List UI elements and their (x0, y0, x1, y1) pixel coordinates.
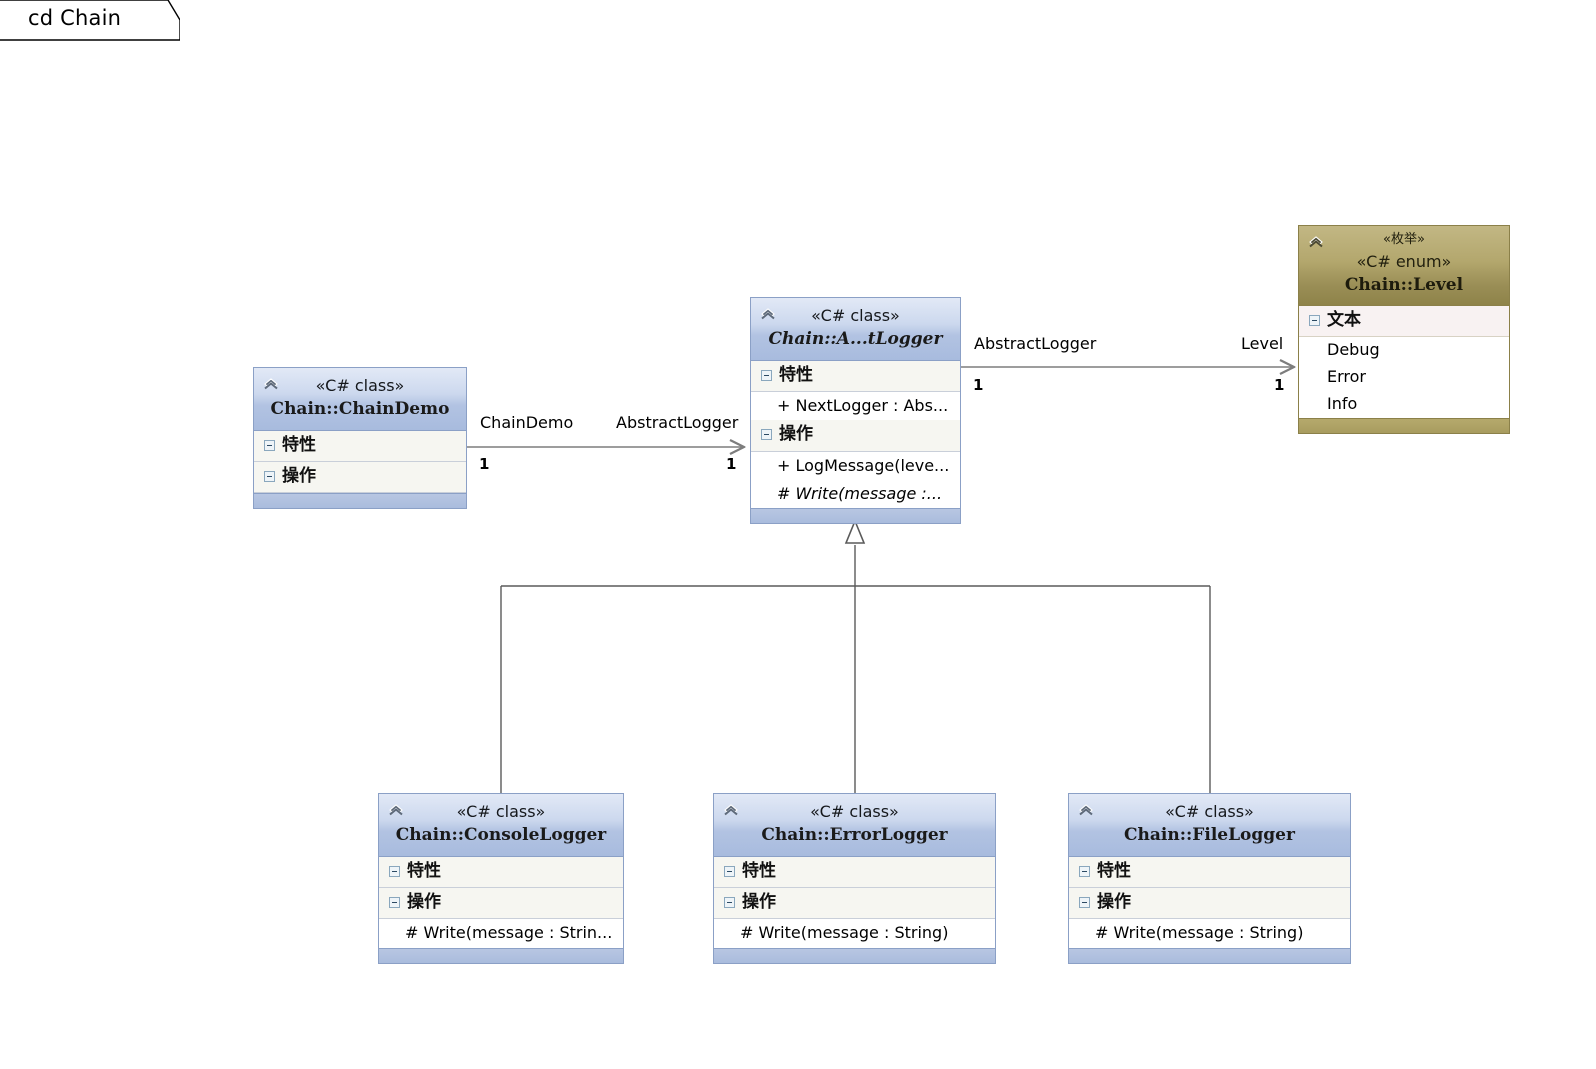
class-header-error-logger: «C# class» Chain::ErrorLogger (714, 794, 995, 857)
collapse-chevron-icon[interactable] (1077, 801, 1095, 817)
edge-label-chaindemo-target-role: AbstractLogger (616, 413, 739, 432)
attributes-title-abstract-logger: 特性 (779, 364, 813, 385)
operations-title-file-logger: 操作 (1097, 892, 1131, 913)
operations-compartment-chain-demo[interactable]: 操作 (254, 462, 466, 494)
operations-compartment-file-logger[interactable]: 操作 (1069, 888, 1350, 920)
class-node-chain-demo[interactable]: «C# class» Chain::ChainDemo 特性 操作 (253, 367, 467, 510)
enum-name-level: Chain::Level (1344, 275, 1464, 296)
operations-compartment-abstract-logger[interactable]: 操作 (751, 420, 960, 452)
attributes-title-file-logger: 特性 (1097, 860, 1131, 881)
collapse-chevron-icon[interactable] (759, 305, 777, 321)
minus-expander-icon[interactable] (1309, 314, 1320, 326)
node-footer-bar (1299, 417, 1509, 433)
class-name-abstract-logger: Chain::A...tLogger (768, 329, 943, 350)
minus-expander-icon[interactable] (389, 897, 400, 909)
class-header-chain-demo: «C# class» Chain::ChainDemo (254, 368, 466, 431)
enum-literal-item: Debug (1299, 336, 1509, 364)
class-name-console-logger: Chain::ConsoleLogger (395, 825, 607, 846)
minus-expander-icon[interactable] (264, 439, 275, 451)
attributes-compartment-abstract-logger[interactable]: 特性 (751, 360, 960, 393)
class-node-abstract-logger[interactable]: «C# class» Chain::A...tLogger 特性 + NextL… (750, 297, 961, 524)
edge-label-chaindemo-source-role: ChainDemo (480, 413, 574, 432)
enum-node-level[interactable]: «枚举» «C# enum» Chain::Level 文本 Debug Err… (1298, 225, 1510, 434)
operations-compartment-error-logger[interactable]: 操作 (714, 888, 995, 920)
edge-label-level-source-role: AbstractLogger (974, 334, 1097, 353)
node-footer-bar (751, 507, 960, 523)
frame-tab-shape (0, 0, 180, 41)
class-header-console-logger: «C# class» Chain::ConsoleLogger (379, 794, 623, 857)
node-footer-bar (1069, 947, 1350, 963)
stereotype-console-logger: «C# class» (456, 802, 546, 821)
collapse-chevron-icon[interactable] (262, 375, 280, 391)
stereotype-level-2: «C# enum» (1356, 251, 1452, 271)
attributes-compartment-file-logger[interactable]: 特性 (1069, 856, 1350, 889)
attributes-compartment-chain-demo[interactable]: 特性 (254, 430, 466, 463)
enum-literal-item: Error (1299, 363, 1509, 391)
minus-expander-icon[interactable] (724, 897, 735, 909)
operations-compartment-console-logger[interactable]: 操作 (379, 888, 623, 920)
generalization-tree[interactable] (500, 518, 1211, 800)
operations-title-chain-demo: 操作 (282, 466, 316, 487)
attribute-item: + NextLogger : Abs... (751, 392, 960, 421)
diagram-frame-tab: cd Chain (0, 0, 180, 41)
collapse-chevron-icon[interactable] (1307, 233, 1325, 249)
stereotype-file-logger: «C# class» (1165, 802, 1254, 821)
operations-title-abstract-logger: 操作 (779, 424, 813, 445)
edge-mult-chaindemo-source: 1 (479, 455, 490, 473)
minus-expander-icon[interactable] (264, 471, 275, 483)
attributes-compartment-console-logger[interactable]: 特性 (379, 856, 623, 889)
stereotype-abstract-logger: «C# class» (811, 306, 900, 325)
minus-expander-icon[interactable] (1079, 865, 1090, 877)
operation-item-abstract: # Write(message :... (751, 479, 960, 508)
operation-item: # Write(message : String) (1069, 919, 1350, 948)
collapse-chevron-icon[interactable] (387, 801, 405, 817)
class-name-chain-demo: Chain::ChainDemo (270, 399, 450, 420)
stereotype-error-logger: «C# class» (810, 802, 899, 821)
diagram-title: cd Chain (28, 6, 122, 30)
minus-expander-icon[interactable] (724, 865, 735, 877)
class-node-error-logger[interactable]: «C# class» Chain::ErrorLogger 特性 操作 # Wr… (713, 793, 996, 964)
attributes-title-chain-demo: 特性 (282, 434, 316, 455)
collapse-chevron-icon[interactable] (722, 801, 740, 817)
edge-label-level-target-role: Level (1241, 334, 1284, 353)
literals-compartment-level[interactable]: 文本 (1299, 305, 1509, 337)
operation-item: + LogMessage(leve... (751, 451, 960, 480)
minus-expander-icon[interactable] (761, 429, 772, 441)
class-node-console-logger[interactable]: «C# class» Chain::ConsoleLogger 特性 操作 # … (378, 793, 624, 964)
operation-item: # Write(message : String) (714, 919, 995, 948)
attributes-title-console-logger: 特性 (407, 860, 441, 881)
node-footer-bar (254, 493, 466, 509)
stereotype-level-1: «枚举» (1383, 232, 1425, 247)
operations-title-error-logger: 操作 (742, 892, 776, 913)
class-node-file-logger[interactable]: «C# class» Chain::FileLogger 特性 操作 # Wri… (1068, 793, 1351, 964)
enum-header-level: «枚举» «C# enum» Chain::Level (1299, 226, 1509, 306)
class-header-file-logger: «C# class» Chain::FileLogger (1069, 794, 1350, 857)
class-name-error-logger: Chain::ErrorLogger (761, 825, 948, 846)
minus-expander-icon[interactable] (389, 865, 400, 877)
edge-mult-chaindemo-target: 1 (726, 455, 737, 473)
minus-expander-icon[interactable] (761, 369, 772, 381)
edge-mult-level-source: 1 (973, 376, 984, 394)
stereotype-chain-demo: «C# class» (315, 376, 405, 395)
class-name-file-logger: Chain::FileLogger (1124, 825, 1295, 846)
enum-literal-item: Info (1299, 390, 1509, 418)
operations-title-console-logger: 操作 (407, 892, 441, 913)
edge-mult-level-target: 1 (1274, 376, 1285, 394)
node-footer-bar (714, 947, 995, 963)
class-header-abstract-logger: «C# class» Chain::A...tLogger (751, 298, 960, 361)
minus-expander-icon[interactable] (1079, 897, 1090, 909)
operation-item: # Write(message : Strin... (379, 919, 623, 948)
literals-title-level: 文本 (1327, 309, 1361, 330)
node-footer-bar (379, 947, 623, 963)
attributes-title-error-logger: 特性 (742, 860, 776, 881)
attributes-compartment-error-logger[interactable]: 特性 (714, 856, 995, 889)
